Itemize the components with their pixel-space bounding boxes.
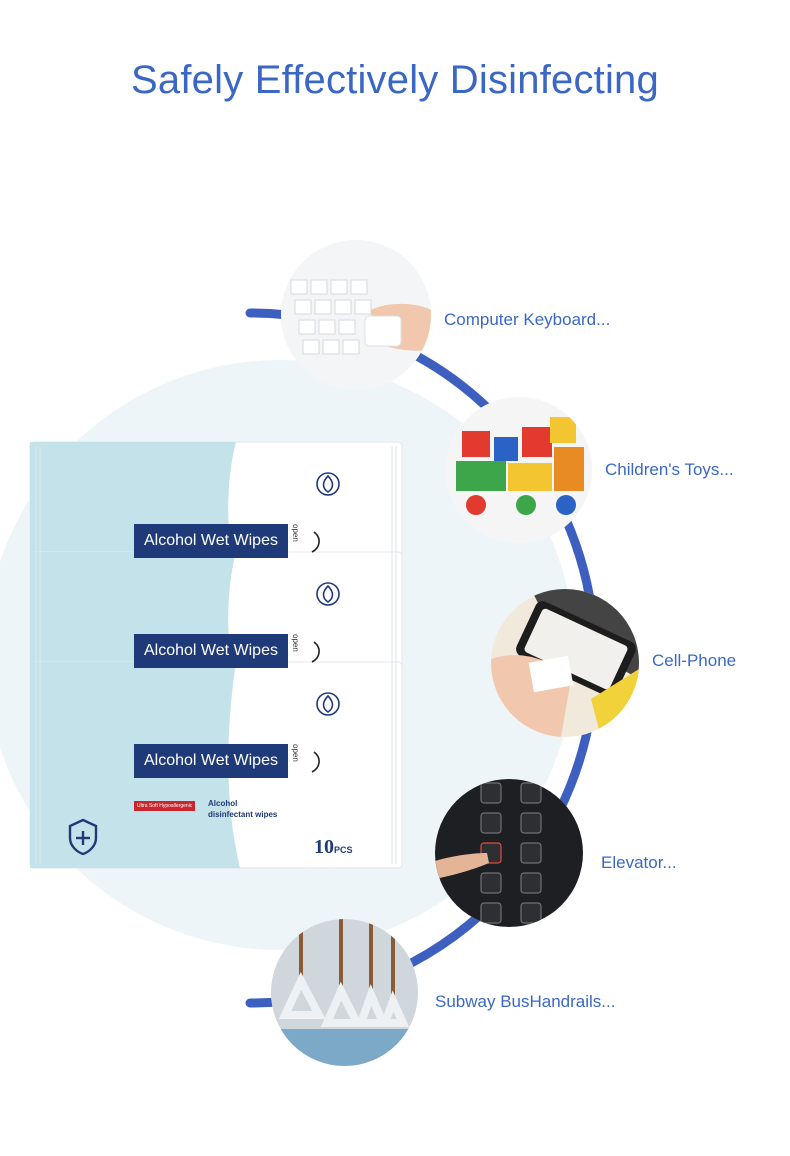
shield-plus-icon (68, 818, 98, 856)
page-title: Safely Effectively Disinfecting (131, 58, 659, 102)
pack-open-1: open (291, 524, 300, 542)
handrail-photo-art (271, 919, 418, 1066)
toys-photo (446, 397, 592, 543)
phone-photo-art (491, 589, 639, 737)
pack-label-1: Alcohol Wet Wipes (134, 524, 288, 558)
use-label-toys: Children's Toys... (605, 460, 734, 479)
use-label-handrails: Subway BusHandrails... (435, 992, 616, 1011)
phone-photo (491, 589, 639, 737)
piece-count: 10PCS (314, 836, 353, 858)
product-desc-line1: Alcohol (208, 799, 238, 808)
product-desc-line2: disinfectant wipes (208, 810, 278, 819)
toys-photo-art (446, 397, 592, 543)
keyboard-photo (281, 240, 431, 390)
hypoallergenic-tag: Ultra Soft Hypoallergenic (134, 801, 196, 811)
use-label-elevator: Elevator... (601, 853, 677, 872)
use-label-keyboard: Computer Keyboard... (444, 310, 611, 329)
pack-open-3: open (291, 744, 300, 762)
wipes-pack-stack: Alcohol Wet Wipes open Alcohol Wet Wipes… (28, 440, 408, 870)
use-label-phone: Cell-Phone (652, 651, 737, 670)
pack-label-3: Alcohol Wet Wipes (134, 744, 288, 778)
keyboard-photo-art (281, 240, 431, 390)
elevator-photo (435, 779, 583, 927)
elevator-photo-art (435, 779, 583, 927)
pack-label-2: Alcohol Wet Wipes (134, 634, 288, 668)
handrail-photo (271, 919, 418, 1066)
pack-open-2: open (291, 634, 300, 652)
